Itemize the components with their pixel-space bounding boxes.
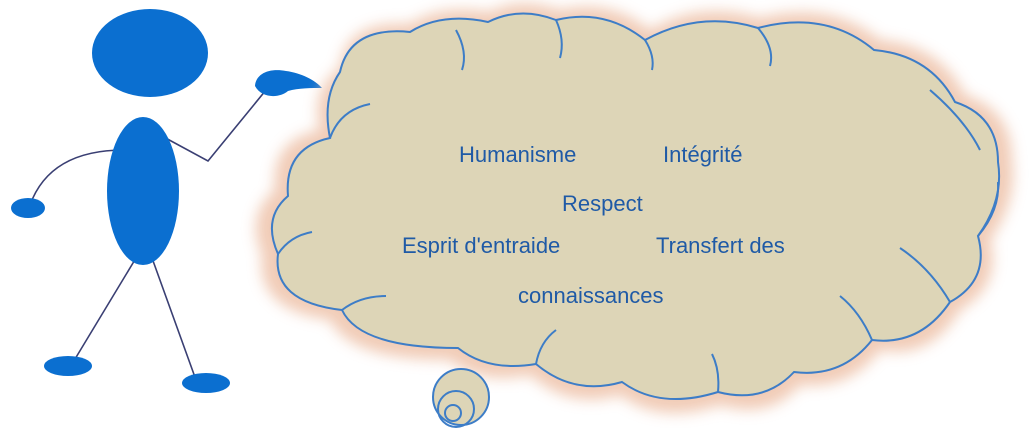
value-respect: Respect: [562, 191, 643, 216]
value-humanisme: Humanisme: [459, 142, 577, 167]
left-leg: [71, 257, 137, 365]
left-arm: [29, 149, 125, 206]
right-hand: [255, 70, 322, 97]
value-entraide: Esprit d'entraide: [402, 233, 561, 258]
stick-figure-icon: [11, 9, 322, 393]
value-connaissances: connaissances: [518, 283, 664, 308]
value-integrite: Intégrité: [663, 142, 743, 167]
cloud-body: [271, 12, 1001, 401]
left-foot: [44, 356, 92, 376]
left-hand: [11, 198, 45, 218]
right-foot: [182, 373, 230, 393]
right-leg: [151, 257, 197, 381]
head: [92, 9, 208, 97]
thought-circles: [432, 368, 490, 428]
torso: [107, 117, 179, 265]
right-arm: [159, 89, 267, 163]
value-transfert: Transfert des: [656, 233, 785, 258]
thought-bubble-icon: [255, 3, 1014, 428]
